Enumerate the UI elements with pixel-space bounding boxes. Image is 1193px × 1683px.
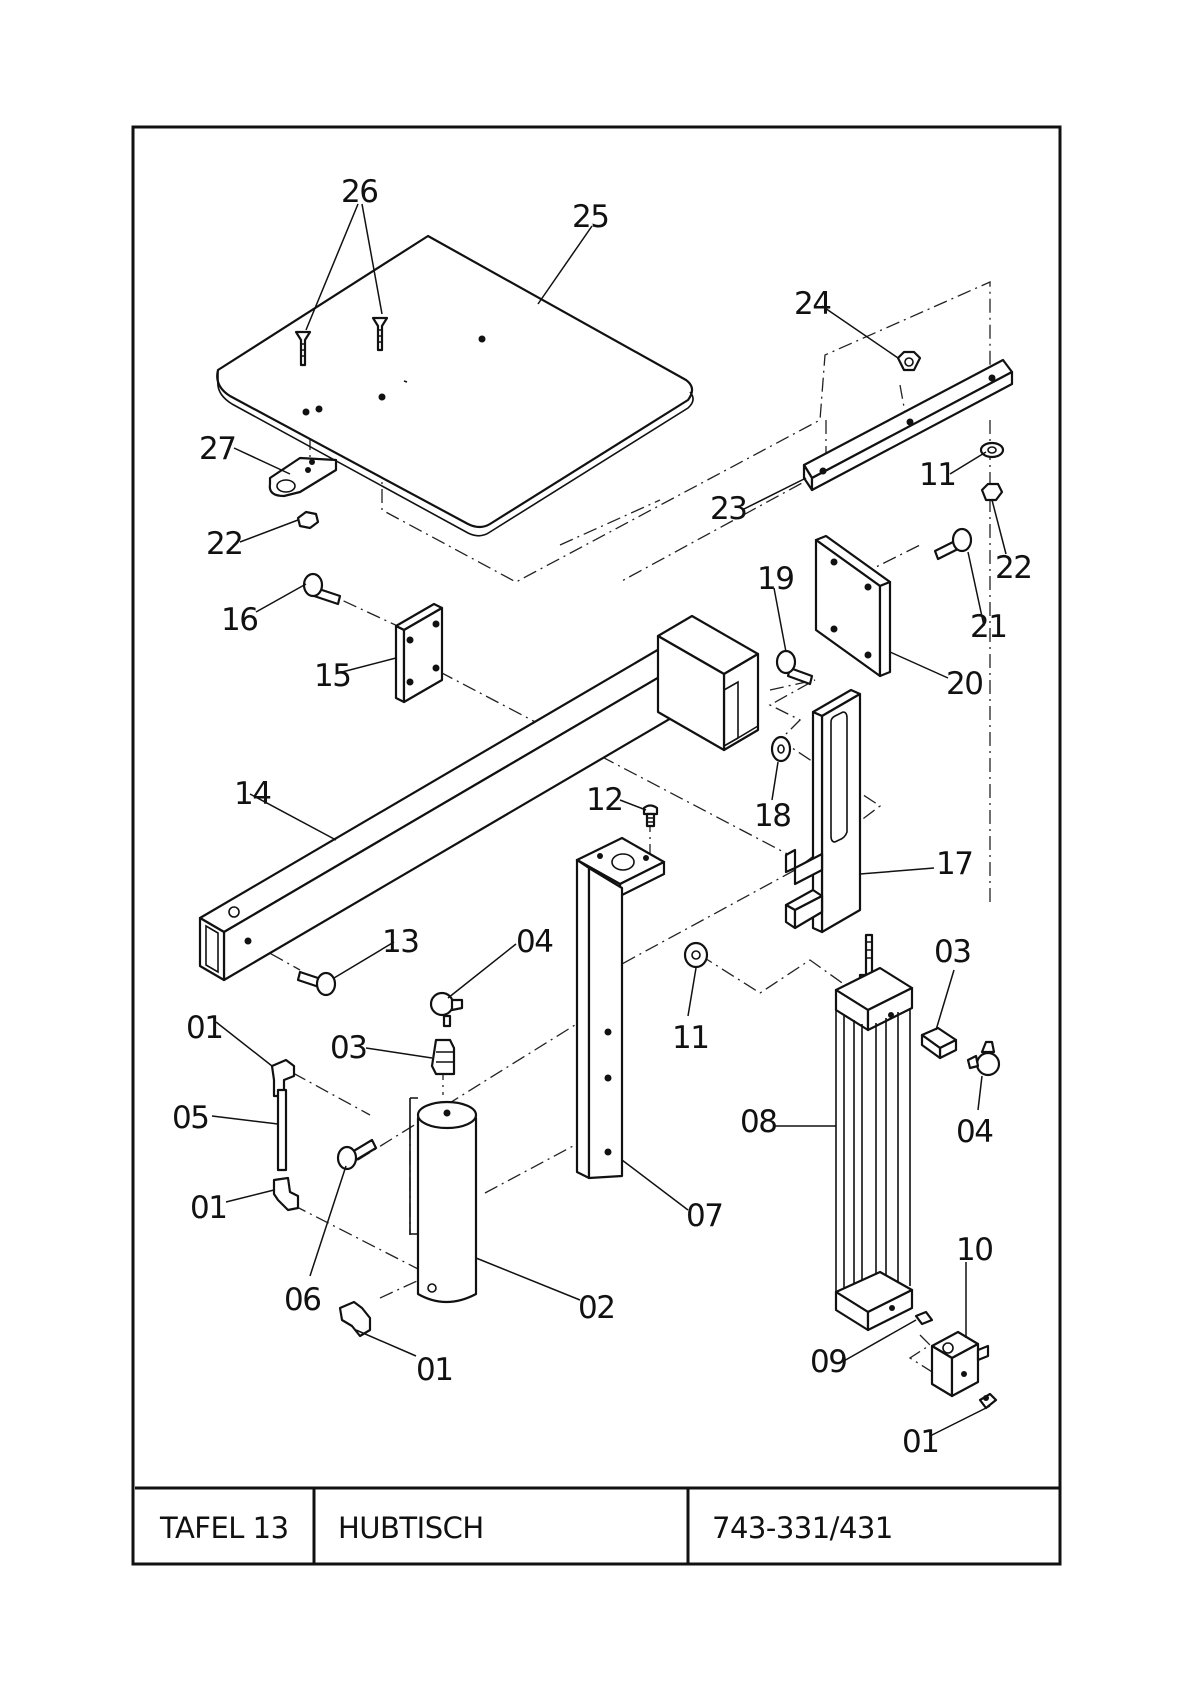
callout-04-right: 04: [956, 1114, 992, 1150]
callout-19: 19: [757, 561, 793, 597]
callout-04-left: 04: [516, 924, 552, 960]
callout-23: 23: [710, 491, 746, 527]
callout-07: 07: [686, 1198, 722, 1234]
callout-01-top-left: 01: [186, 1010, 222, 1046]
callout-09: 09: [810, 1344, 846, 1380]
callout-13: 13: [382, 924, 418, 960]
bracket-27: [270, 458, 336, 496]
screw-06: [338, 1140, 376, 1169]
drawing-number: 743-331/431: [712, 1511, 893, 1545]
callout-06: 06: [284, 1282, 320, 1318]
valve-block-10: [932, 1332, 988, 1396]
screw-19: [777, 651, 812, 684]
callout-27: 27: [199, 431, 235, 467]
callout-05: 05: [172, 1100, 208, 1136]
callout-03-right: 03: [934, 934, 970, 970]
hex-nut-22a: [298, 512, 318, 528]
fitting-03a: [432, 1040, 454, 1074]
assembly-name: HUBTISCH: [338, 1511, 484, 1545]
mounting-plate-20: [816, 536, 890, 676]
mounting-plate-15: [396, 604, 442, 702]
callout-21: 21: [970, 609, 1006, 645]
air-tank-02: [410, 1098, 476, 1302]
screw-13: [298, 972, 335, 995]
sheet-label: TAFEL 13: [159, 1511, 289, 1545]
arm-tube-14: [200, 616, 758, 980]
fitting-09: [916, 1312, 932, 1324]
washer-11a: [981, 443, 1003, 457]
callout-26: 26: [341, 174, 377, 210]
callout-25: 25: [572, 199, 608, 235]
fitting-03b: [922, 1028, 956, 1058]
callout-18: 18: [754, 798, 790, 834]
callout-15: 15: [314, 658, 350, 694]
callout-12: 12: [586, 782, 622, 818]
callout-10: 10: [956, 1232, 992, 1268]
callout-16: 16: [221, 602, 257, 638]
callout-14: 14: [234, 776, 270, 812]
flat-bar-23: [804, 360, 1012, 490]
callout-11-lower: 11: [672, 1020, 708, 1056]
callout-22-left: 22: [206, 526, 242, 562]
callout-01-bottom: 01: [416, 1352, 452, 1388]
callout-20: 20: [946, 666, 982, 702]
hex-nut-22b: [982, 484, 1002, 500]
title-block: TAFEL 13 HUBTISCH 743-331/431: [159, 1511, 893, 1545]
vertical-bracket-07: [577, 838, 664, 1178]
callout-03-left: 03: [330, 1030, 366, 1066]
callout-08: 08: [740, 1104, 776, 1140]
tube-05: [278, 1090, 286, 1170]
callout-01-mid-left: 01: [190, 1190, 226, 1226]
callout-24: 24: [794, 286, 830, 322]
elbow-fitting-01c: [340, 1302, 370, 1336]
washer-18: [772, 737, 790, 761]
elbow-fitting-01b: [274, 1178, 298, 1210]
elbow-fitting-01d: [980, 1394, 996, 1408]
screw-16: [304, 574, 340, 604]
callout-22-right: 22: [995, 550, 1031, 586]
callout-17: 17: [936, 846, 972, 882]
washer-11b: [685, 943, 707, 967]
screw-21: [935, 529, 971, 559]
slotted-bracket-17: [786, 690, 860, 932]
callout-01-bottom-right: 01: [902, 1424, 938, 1460]
hex-nut-24: [898, 352, 920, 370]
valve-04b: [968, 1042, 999, 1075]
callout-11-top: 11: [919, 457, 955, 493]
callout-02: 02: [578, 1290, 614, 1326]
screw-12: [644, 806, 657, 827]
valve-04a: [431, 993, 462, 1026]
pneumatic-cylinder-08: [836, 935, 912, 1330]
